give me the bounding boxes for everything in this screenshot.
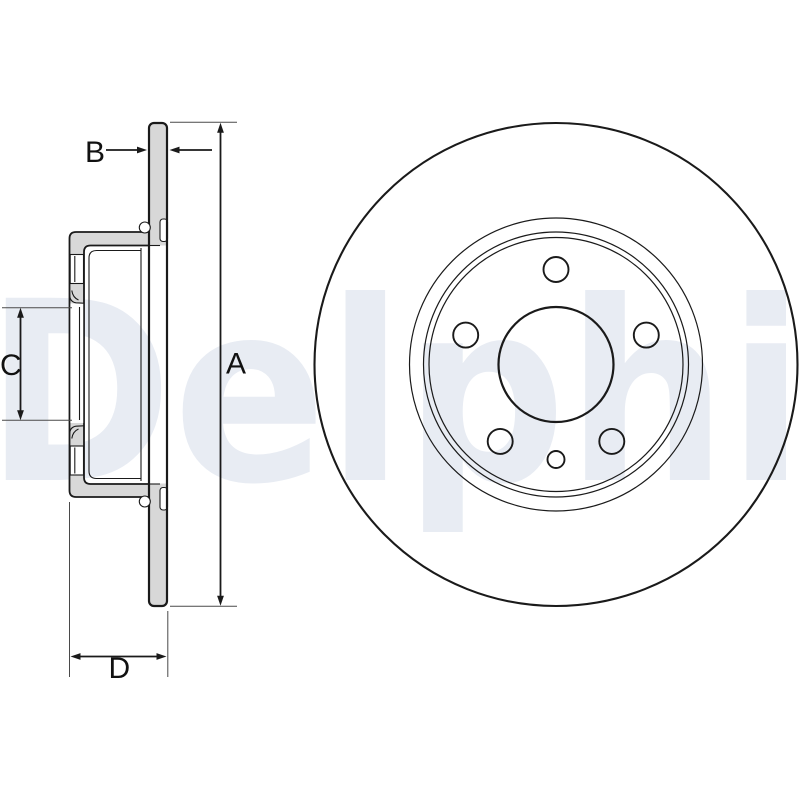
bolt-hole-top <box>542 256 570 283</box>
bore-chamfer-hint-top <box>71 290 79 301</box>
bolt-hole-left <box>452 321 480 349</box>
friction-ring-section-bottom <box>150 483 166 606</box>
hub-ring-middle <box>422 231 690 498</box>
dim-b-label: B <box>85 136 105 169</box>
bolt-hole-bottom-right <box>598 427 626 455</box>
locating-pin-hole <box>546 450 566 469</box>
stud-hole-section-top <box>69 253 85 285</box>
dim-b-arrowhead-right <box>169 146 180 154</box>
stud-hole-section-bottom <box>69 445 85 476</box>
hub-ring-outer <box>408 217 704 512</box>
dim-b-arrowhead-left <box>137 146 147 154</box>
front-view <box>313 121 799 608</box>
dimension-b: B <box>85 136 212 169</box>
dim-a-arrowhead-down <box>217 595 224 606</box>
dim-d-arrowhead-right <box>156 653 167 660</box>
center-bore-circle <box>497 305 615 424</box>
dim-c-arrowhead-down <box>17 410 24 421</box>
dim-a-label: A <box>226 348 246 381</box>
bolt-hole-right <box>632 321 660 349</box>
dim-c-arrowhead-up <box>17 307 24 318</box>
dim-d-arrowhead-left <box>70 653 81 660</box>
dim-c-label: C <box>0 349 22 382</box>
dimension-c: C <box>0 307 72 421</box>
hat-inner-surface-line <box>88 249 141 480</box>
bore-chamfer-edge-bottom <box>68 425 84 436</box>
center-bore-opening <box>70 303 84 423</box>
bolt-hole-bottom-left <box>486 427 514 455</box>
dim-d-label: D <box>109 652 131 685</box>
junction-groove-bottom <box>138 495 151 508</box>
cross-section-view <box>68 121 169 608</box>
dimension-d: D <box>69 502 169 685</box>
bore-chamfer-edge-top <box>68 293 84 304</box>
dimension-a: A <box>170 121 246 607</box>
dim-a-arrowhead-up <box>217 122 224 133</box>
hub-ring-inner <box>428 236 684 493</box>
bore-chamfer-hint-bottom <box>71 428 79 439</box>
friction-ring-section-top <box>150 124 166 246</box>
junction-groove-top <box>138 221 151 234</box>
disc-outer-circle <box>313 121 799 608</box>
friction-ring-outline <box>147 121 169 608</box>
